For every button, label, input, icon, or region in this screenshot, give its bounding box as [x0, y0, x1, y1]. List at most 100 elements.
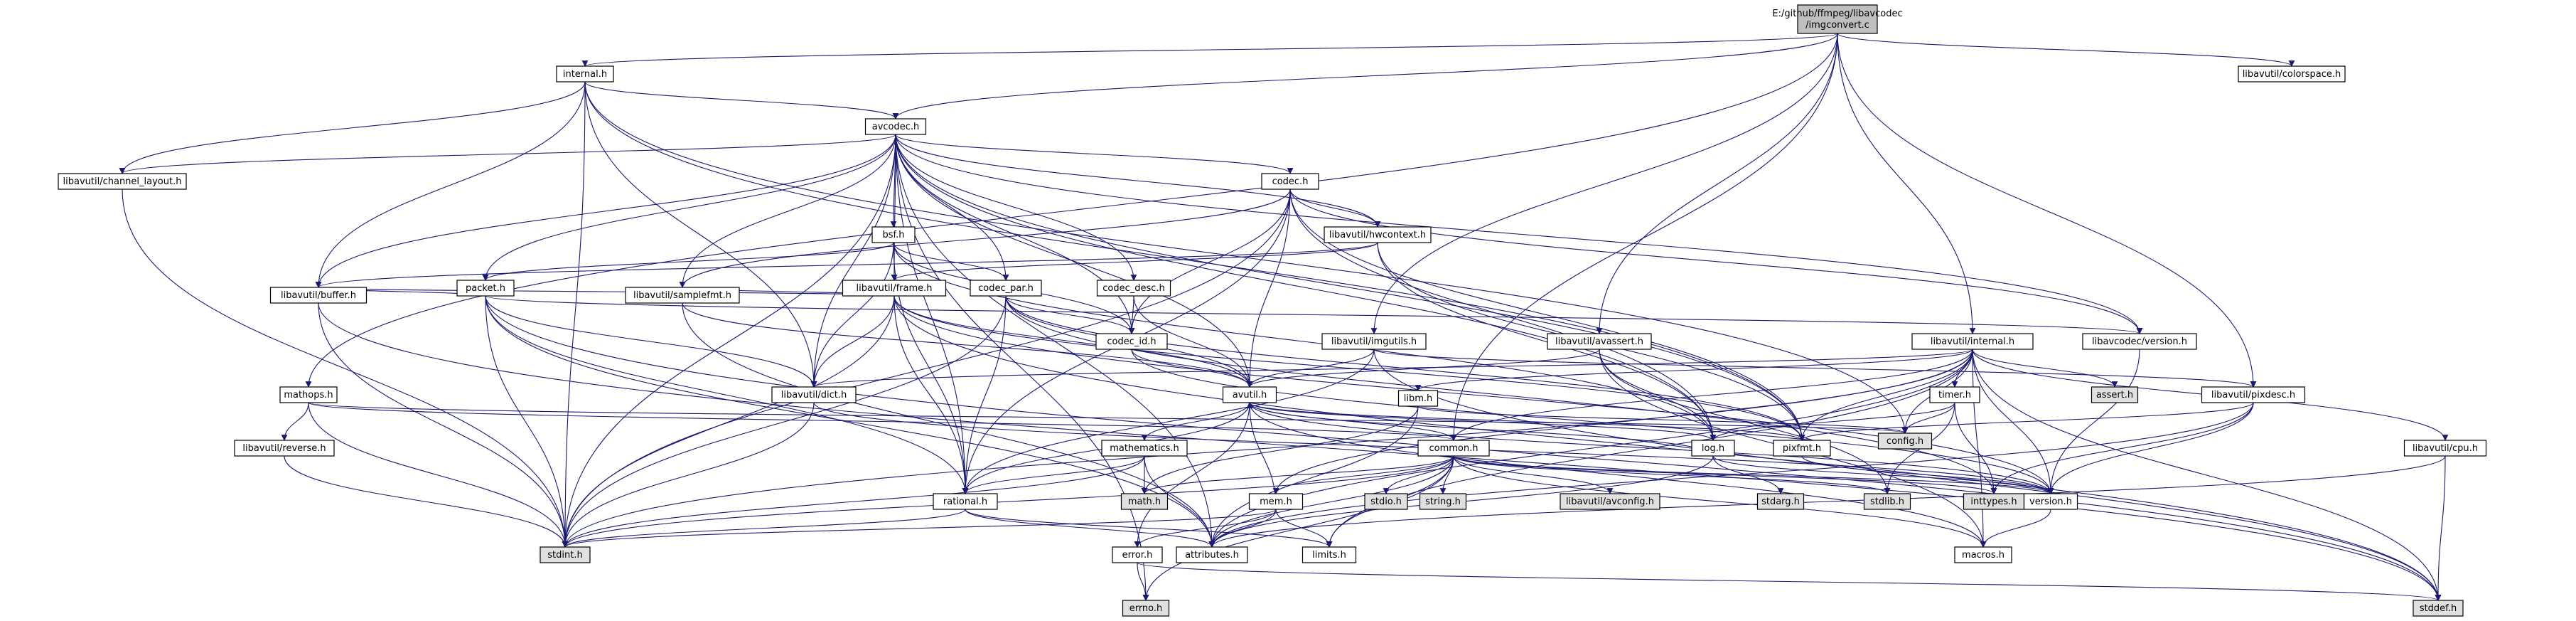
edge-root-to-common — [1450, 33, 1838, 441]
edge-frame-to-stdint — [562, 295, 895, 548]
node-codec-label: codec.h — [1272, 176, 1309, 187]
node-colorspace-label: libavutil/colorspace.h — [2243, 69, 2341, 80]
node-log[interactable]: log.h — [1691, 440, 1735, 457]
edge-mathops-to-stdint — [308, 402, 569, 548]
node-root-label: /imgconvert.c — [1805, 20, 1869, 31]
node-codecpar[interactable]: codec_par.h — [970, 280, 1042, 297]
edge-codec-to-codecid — [1128, 189, 1291, 334]
node-version[interactable]: version.h — [2023, 493, 2078, 510]
node-bsf-box — [871, 226, 916, 243]
node-pixfmt[interactable]: pixfmt.h — [1773, 440, 1831, 457]
node-assert-label: assert.h — [2096, 390, 2133, 400]
node-codecdesc[interactable]: codec_desc.h — [1096, 280, 1171, 297]
node-reverse[interactable]: libavutil/reverse.h — [234, 440, 335, 457]
edge-common-to-math — [1141, 455, 1454, 494]
node-packet-box — [456, 280, 515, 297]
edge-common-to-string — [1439, 455, 1454, 494]
edge-internal-to-dict — [584, 81, 817, 388]
node-pixdesc-box — [2201, 386, 2306, 403]
edge-hwcontext-to-buffer — [315, 242, 1378, 288]
node-macros[interactable]: macros.h — [1954, 546, 2012, 563]
edge-internal-to-chlayout — [119, 81, 586, 174]
node-codecid-box — [1095, 333, 1168, 350]
edge-pixdesc-to-inttypes — [1990, 402, 2254, 494]
edge-frame-to-stddef — [893, 295, 2442, 601]
edge-common-to-mem — [1272, 455, 1454, 494]
edge-avcodec-to-buffer — [315, 134, 896, 288]
node-layer: E:/github/ffmpeg/libavcodec/imgconvert.c… — [58, 4, 2487, 617]
node-internal-label: internal.h — [563, 69, 607, 80]
node-timer[interactable]: timer.h — [1929, 386, 1980, 403]
node-error[interactable]: error.h — [1112, 546, 1163, 563]
node-avcodec[interactable]: avcodec.h — [864, 118, 927, 135]
node-buffer[interactable]: libavutil/buffer.h — [269, 287, 367, 304]
node-stdio-label: stdio.h — [1370, 497, 1402, 507]
edge-mathematics-to-attributes — [1144, 455, 1215, 548]
node-avcodec-box — [864, 118, 927, 135]
edge-packet-to-dict — [485, 295, 817, 388]
node-attributes[interactable]: attributes.h — [1176, 546, 1248, 563]
node-bsf-label: bsf.h — [882, 230, 904, 240]
edge-log-to-avutil — [1246, 402, 1714, 457]
node-codecid[interactable]: codec_id.h — [1095, 333, 1168, 350]
edge-mathops-to-common — [308, 402, 1456, 441]
node-common[interactable]: common.h — [1417, 440, 1490, 457]
edge-error-to-errno — [1137, 562, 1149, 601]
node-chlayout[interactable]: libavutil/channel_layout.h — [58, 173, 187, 190]
node-chlayout-label: libavutil/channel_layout.h — [63, 176, 182, 187]
edge-common-to-errno — [1142, 455, 1454, 601]
node-version-box — [2023, 493, 2078, 510]
node-samplefmt[interactable]: libavutil/samplefmt.h — [625, 287, 740, 304]
edge-common-to-stdint — [562, 455, 1454, 548]
edge-mem-to-error — [1134, 509, 1277, 548]
edge-root-to-mathops — [305, 33, 1838, 388]
node-avassert[interactable]: libavutil/avassert.h — [1547, 333, 1652, 350]
node-codec[interactable]: codec.h — [1261, 173, 1319, 190]
edge-mathops-to-config — [308, 402, 1908, 434]
node-limits[interactable]: limits.h — [1302, 546, 1357, 563]
node-frame[interactable]: libavutil/frame.h — [842, 280, 947, 297]
node-hwcontext-box — [1324, 226, 1432, 243]
node-frame-label: libavutil/frame.h — [857, 283, 933, 294]
node-hwcontext[interactable]: libavutil/hwcontext.h — [1324, 226, 1432, 243]
node-avutil[interactable]: avutil.h — [1222, 386, 1277, 403]
node-root: E:/github/ffmpeg/libavcodec/imgconvert.c — [1772, 4, 1903, 34]
node-stdarg-label: stdarg.h — [1761, 497, 1800, 507]
node-packet[interactable]: packet.h — [456, 280, 515, 297]
edge-pixdesc-to-pixfmt — [1798, 402, 2254, 441]
node-mathematics[interactable]: mathematics.h — [1101, 440, 1188, 457]
edge-cpu-to-stddef — [2435, 455, 2446, 601]
edge-avcodec-to-avutil — [895, 134, 1253, 388]
node-samplefmt-label: libavutil/samplefmt.h — [633, 290, 731, 301]
node-internal[interactable]: internal.h — [556, 65, 614, 83]
node-colorspace[interactable]: libavutil/colorspace.h — [2238, 65, 2346, 83]
edge-avcodec-to-stdint — [562, 134, 896, 548]
edge-codec-to-samplefmt — [679, 189, 1291, 288]
node-libm[interactable]: libm.h — [1397, 390, 1439, 407]
node-lavuinternal[interactable]: libavutil/internal.h — [1911, 333, 2034, 350]
node-lavcversion[interactable]: libavcodec/version.h — [2082, 333, 2197, 350]
node-error-label: error.h — [1122, 550, 1153, 561]
node-string-box — [1419, 493, 1467, 510]
node-libm-box — [1397, 390, 1439, 407]
node-codecdesc-box — [1096, 280, 1171, 297]
edge-root-to-imgutils — [1370, 33, 1838, 334]
node-rational[interactable]: rational.h — [933, 493, 998, 510]
node-macros-label: macros.h — [1962, 550, 2005, 561]
node-mem[interactable]: mem.h — [1248, 493, 1304, 510]
node-stdarg: stdarg.h — [1756, 493, 1805, 510]
edge-mathops-to-reverse — [281, 402, 309, 441]
node-pixdesc[interactable]: libavutil/pixdesc.h — [2201, 386, 2306, 403]
node-mathops[interactable]: mathops.h — [279, 386, 338, 403]
node-imgutils[interactable]: libavutil/imgutils.h — [1321, 333, 1427, 350]
node-cpu[interactable]: libavutil/cpu.h — [2403, 440, 2487, 457]
node-dict-label: libavutil/dict.h — [781, 390, 847, 400]
edge-mathematics-to-stdint — [562, 455, 1145, 548]
edge-internal-to-stdint — [562, 81, 586, 548]
node-stddef: stddef.h — [2413, 600, 2464, 617]
edge-codec-to-avutil — [1246, 189, 1291, 388]
node-cpu-label: libavutil/cpu.h — [2413, 443, 2478, 454]
node-dict[interactable]: libavutil/dict.h — [771, 386, 857, 403]
node-bsf[interactable]: bsf.h — [871, 226, 916, 243]
